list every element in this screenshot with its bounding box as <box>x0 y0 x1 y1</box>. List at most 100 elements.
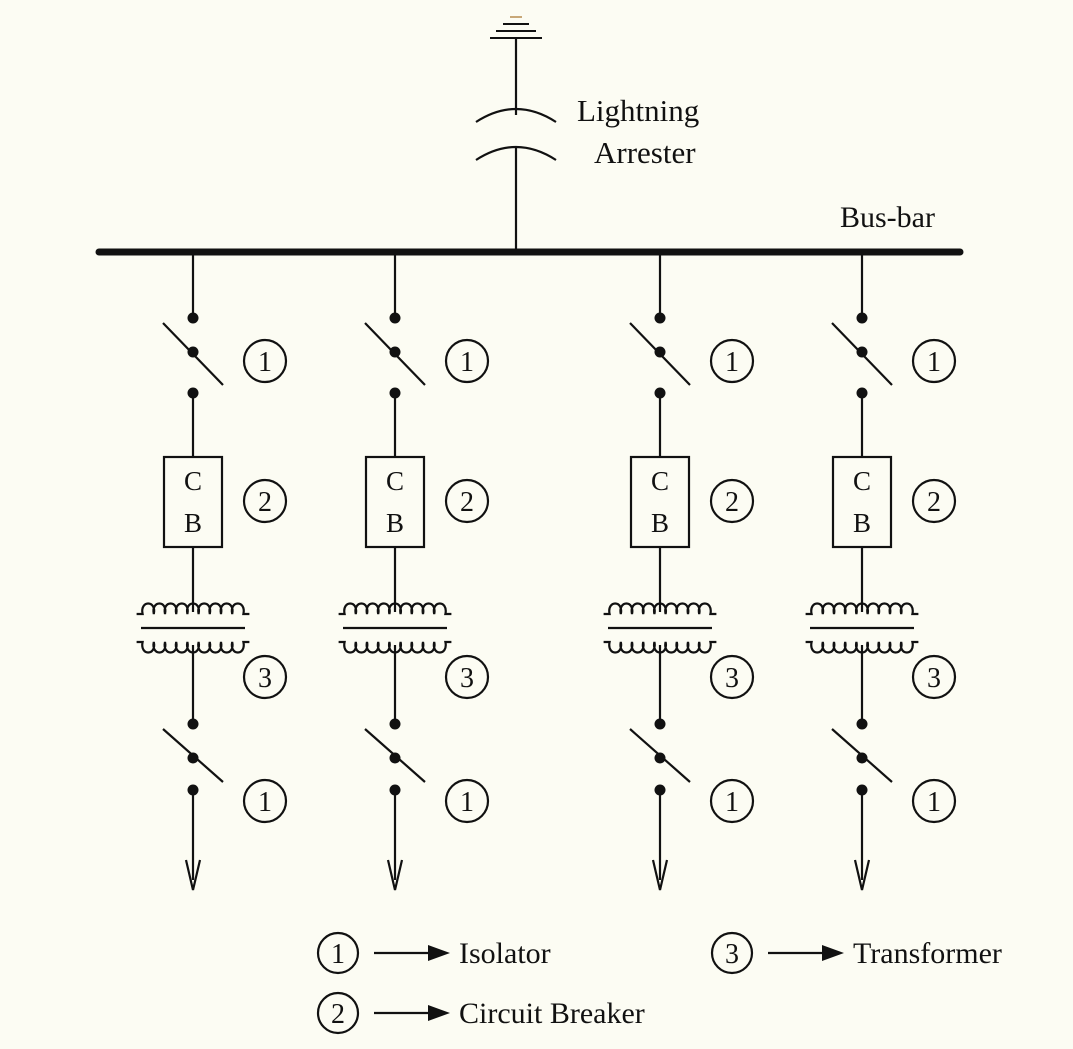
marker-circle <box>911 654 957 700</box>
marker-transformer: 3 <box>709 654 755 700</box>
isolator-contact <box>856 752 868 764</box>
isolator-contact <box>654 718 666 730</box>
isolator-blade <box>162 322 224 386</box>
down-arrow-icon <box>853 859 871 891</box>
right-arrow-icon <box>374 1005 450 1021</box>
down-arrow-icon <box>386 859 404 891</box>
right-arrow-icon <box>374 945 450 961</box>
marker-isolator-upper: 1 <box>444 338 490 384</box>
legend-breaker-text: Circuit Breaker <box>459 997 645 1030</box>
marker-number: 1 <box>460 787 474 818</box>
marker-isolator-upper: 1 <box>911 338 957 384</box>
marker-breaker: 2 <box>444 478 490 524</box>
marker-breaker: 2 <box>242 478 288 524</box>
marker-circle <box>444 338 490 384</box>
marker-circle <box>242 478 288 524</box>
marker-breaker: 2 <box>911 478 957 524</box>
isolator-contact <box>654 312 666 324</box>
isolator-lower-icon <box>831 718 893 796</box>
transformer-primary-winding <box>136 602 250 616</box>
marker-number: 2 <box>258 487 272 518</box>
isolator-contact <box>856 312 868 324</box>
transformer-primary-winding <box>603 602 717 616</box>
breaker-box <box>629 455 691 549</box>
transformer-primary-winding <box>805 602 919 616</box>
breaker-letter-bottom: B <box>386 508 404 538</box>
isolator-contact <box>654 346 666 358</box>
circuit-breaker-icon: CB <box>629 455 691 549</box>
isolator-contact <box>187 718 199 730</box>
marker-number: 1 <box>927 347 941 378</box>
circuit-breaker-icon: CB <box>364 455 426 549</box>
isolator-contact <box>187 312 199 324</box>
marker-circle <box>709 654 755 700</box>
arrester-label-line2: Arrester <box>594 135 696 170</box>
breaker-letter-top: C <box>651 466 669 496</box>
isolator-contact <box>187 752 199 764</box>
down-arrow-icon <box>651 859 669 891</box>
isolator-blade <box>831 728 893 783</box>
isolator-contact <box>187 346 199 358</box>
marker-number: 1 <box>460 347 474 378</box>
isolator-contact <box>389 718 401 730</box>
marker-isolator-lower: 1 <box>242 778 288 824</box>
legend-item-transformer: 3 Transformer <box>710 931 1002 975</box>
lightning-arrester-icon <box>475 38 557 250</box>
marker-transformer: 3 <box>911 654 957 700</box>
breaker-letter-top: C <box>386 466 404 496</box>
arrester-label-line1: Lightning <box>577 93 699 128</box>
isolator-contact <box>389 346 401 358</box>
bus-bar-label: Bus-bar <box>840 201 935 234</box>
isolator-contact <box>389 312 401 324</box>
marker-circle <box>444 654 490 700</box>
legend-transformer-number: 3 <box>725 939 739 970</box>
isolator-contact <box>654 752 666 764</box>
isolator-contact <box>856 346 868 358</box>
legend-transformer-text: Transformer <box>853 937 1002 970</box>
right-arrow-icon <box>768 945 844 961</box>
marker-number: 3 <box>460 663 474 694</box>
legend-breaker-number: 2 <box>331 999 345 1030</box>
marker-circle <box>444 478 490 524</box>
marker-transformer: 3 <box>242 654 288 700</box>
isolator-blade <box>629 728 691 783</box>
isolator-blade <box>629 322 691 386</box>
marker-circle <box>242 338 288 384</box>
marker-number: 2 <box>725 487 739 518</box>
legend: 1 Isolator 2 Circuit Breaker 3 Transform <box>316 931 1002 1035</box>
isolator-blade <box>162 728 224 783</box>
marker-number: 3 <box>725 663 739 694</box>
marker-circle <box>709 478 755 524</box>
isolator-contact <box>389 752 401 764</box>
marker-isolator-upper: 1 <box>242 338 288 384</box>
breaker-letter-top: C <box>853 466 871 496</box>
marker-circle <box>911 478 957 524</box>
marker-circle <box>911 778 957 824</box>
marker-number: 1 <box>258 347 272 378</box>
legend-item-circuit-breaker: 2 Circuit Breaker <box>316 991 645 1035</box>
legend-isolator-number: 1 <box>331 939 345 970</box>
legend-isolator-text: Isolator <box>459 937 551 970</box>
marker-transformer: 3 <box>444 654 490 700</box>
marker-breaker: 2 <box>709 478 755 524</box>
isolator-upper-icon <box>831 312 893 399</box>
breaker-letter-bottom: B <box>184 508 202 538</box>
circuit-breaker-icon: CB <box>162 455 224 549</box>
marker-number: 1 <box>725 787 739 818</box>
marker-number: 1 <box>725 347 739 378</box>
marker-circle <box>444 778 490 824</box>
legend-item-isolator: 1 Isolator <box>316 931 551 975</box>
marker-number: 3 <box>258 663 272 694</box>
marker-circle <box>709 338 755 384</box>
breaker-letter-bottom: B <box>853 508 871 538</box>
transformer-primary-winding <box>338 602 452 616</box>
marker-circle <box>911 338 957 384</box>
circuit-breaker-icon: CB <box>831 455 893 549</box>
marker-number: 3 <box>927 663 941 694</box>
